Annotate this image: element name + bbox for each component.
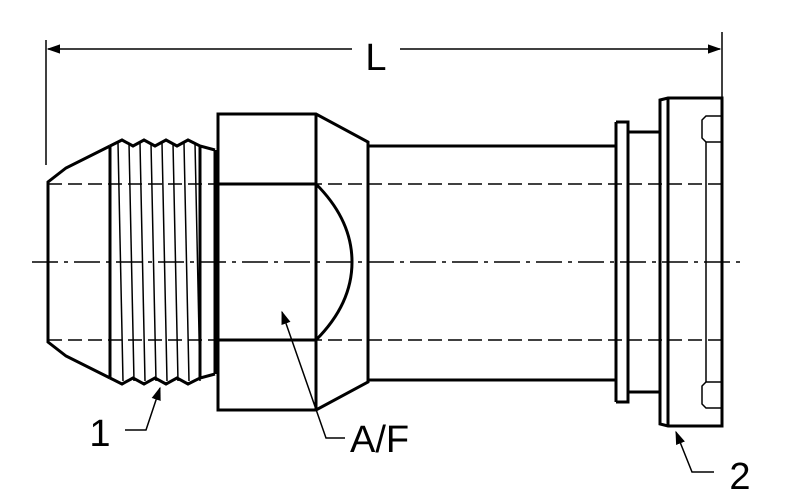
thread-section [109, 138, 217, 386]
hidden-bore-lines [48, 183, 726, 341]
thread-line [172, 142, 179, 382]
leader-item-2: 2 [675, 430, 751, 498]
leader-item-1: 1 [89, 386, 161, 455]
thread-line [128, 142, 135, 382]
length-dimension: L [45, 32, 723, 165]
thread-line [139, 142, 146, 382]
thread-line [150, 142, 157, 382]
leader-flats: A/F [281, 310, 409, 461]
thread-line [117, 142, 124, 382]
item-1-label: 1 [89, 413, 110, 455]
flats-label: A/F [350, 419, 409, 461]
flange-end [616, 96, 724, 428]
length-label: L [365, 37, 386, 79]
thread-line [161, 142, 168, 382]
item-2-label: 2 [729, 456, 750, 498]
thread-line [183, 142, 190, 382]
tube-body [368, 122, 618, 402]
